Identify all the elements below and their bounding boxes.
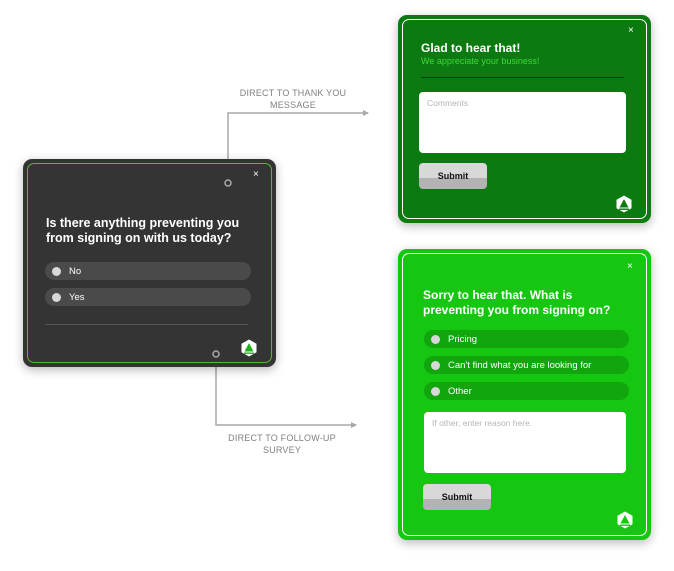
survey-option-yes[interactable]: Yes	[45, 288, 251, 306]
triangle-logo-icon	[241, 339, 257, 357]
survey-card: × Is there anything preventing you from …	[23, 159, 276, 367]
followup-question: Sorry to hear that. What is preventing y…	[423, 288, 611, 317]
followup-card: × Sorry to hear that. What is preventing…	[398, 249, 651, 540]
thanks-title: Glad to hear that!	[421, 41, 521, 55]
arrowhead-followup	[351, 422, 357, 428]
survey-divider	[45, 324, 248, 325]
radio-icon[interactable]	[52, 266, 61, 276]
followup-submit-button[interactable]: Submit	[423, 484, 491, 510]
thanks-close-icon[interactable]: ×	[628, 25, 634, 36]
followup-option-cant-find[interactable]: Can't find what you are looking for	[424, 356, 629, 374]
radio-icon[interactable]	[431, 360, 440, 370]
radio-icon[interactable]	[52, 292, 61, 302]
triangle-logo-icon	[616, 195, 632, 213]
followup-option-other[interactable]: Other	[424, 382, 629, 400]
followup-close-icon[interactable]: ×	[627, 261, 633, 272]
thanks-divider	[421, 77, 624, 78]
thanks-submit-button[interactable]: Submit	[419, 163, 487, 189]
thank-you-card: × Glad to hear that! We appreciate your …	[398, 15, 651, 223]
survey-option-label: Yes	[69, 291, 85, 303]
thank-you-flow-label: DIRECT TO THANK YOU MESSAGE	[239, 88, 347, 110]
followup-option-pricing[interactable]: Pricing	[424, 330, 629, 348]
followup-option-label: Other	[448, 385, 472, 397]
survey-close-icon[interactable]: ×	[253, 169, 259, 180]
followup-card-border	[402, 253, 647, 536]
thank-you-card-border	[402, 19, 647, 219]
radio-icon[interactable]	[431, 334, 440, 344]
followup-option-label: Can't find what you are looking for	[448, 359, 592, 371]
arrowhead-thank-you	[363, 110, 369, 116]
comments-textarea[interactable]: Comments	[419, 92, 626, 153]
survey-option-label: No	[69, 265, 82, 277]
other-reason-textarea[interactable]: If other, enter reason here.	[424, 412, 626, 473]
thanks-subtitle: We appreciate your business!	[421, 56, 540, 66]
survey-card-border	[27, 163, 272, 363]
followup-flow-label: DIRECT TO FOLLOW-UP SURVEY	[228, 433, 336, 455]
survey-option-no[interactable]: No	[45, 262, 251, 280]
triangle-logo-icon	[617, 511, 633, 529]
connector-to-followup	[215, 354, 356, 426]
survey-question: Is there anything preventing you from si…	[46, 216, 240, 245]
radio-icon[interactable]	[431, 386, 440, 396]
followup-option-label: Pricing	[448, 333, 478, 345]
